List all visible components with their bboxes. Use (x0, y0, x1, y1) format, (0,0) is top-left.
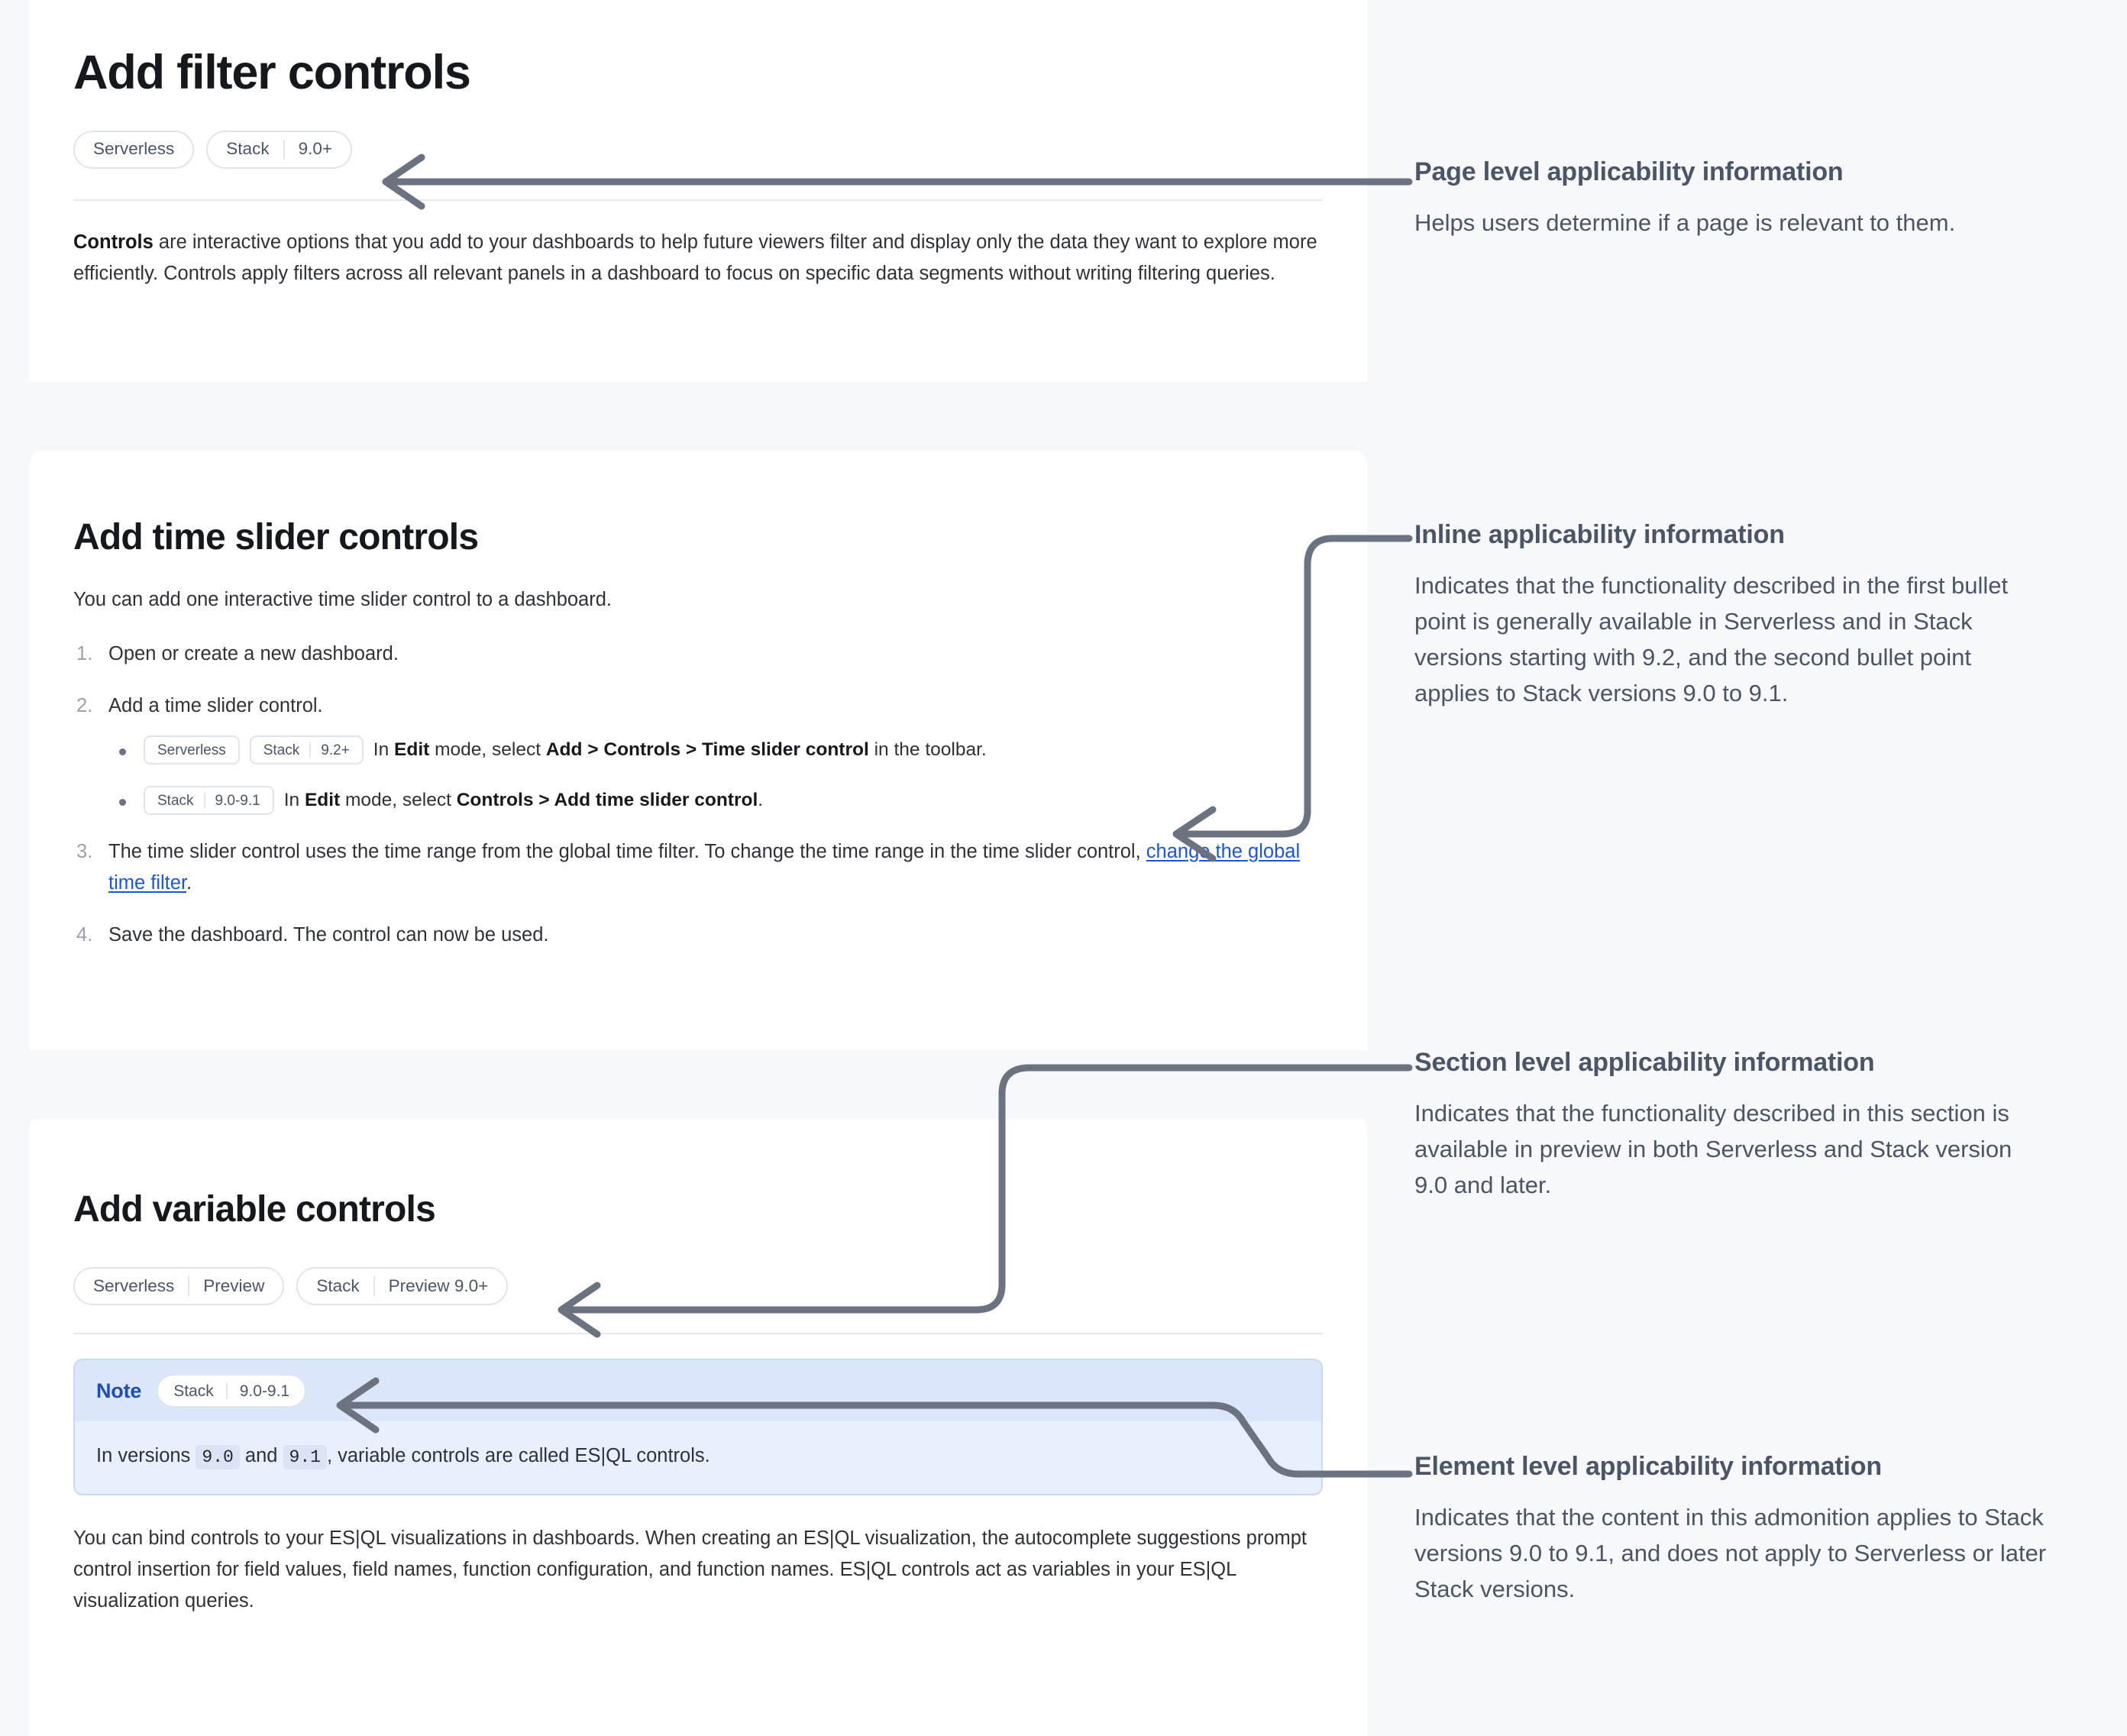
note-admonition: Note Stack 9.0-9.1 In versions 9.0 and 9… (73, 1359, 1323, 1495)
section-title-variable-controls: Add variable controls (73, 1189, 436, 1230)
badge-segment-label: Stack (157, 792, 194, 809)
note-admonition-body: In versions 9.0 and 9.1, variable contro… (75, 1421, 1321, 1494)
badge-divider (373, 1276, 375, 1297)
bullet-item-1: Serverless Stack 9.2+ In Edit mode, sele… (108, 735, 1323, 765)
badge-segment-lifecycle: Preview (203, 1275, 265, 1295)
page-header-block: Add filter controls Serverless Stack 9.0… (73, 46, 1323, 289)
note-text-mid: and (239, 1445, 283, 1467)
annotation-description: Helps users determine if a page is relev… (1414, 209, 1956, 236)
badge-segment-lifecycle-version: Preview 9.0+ (388, 1275, 489, 1295)
badge-segment-label: Serverless (157, 742, 226, 758)
code-version-90: 9.0 (196, 1445, 240, 1470)
badge-stack-version[interactable]: Stack 9.0-9.1 (157, 1374, 307, 1408)
annotation-title: Section level applicability information (1414, 1048, 1875, 1077)
badge-segment-version: 9.0-9.1 (239, 1382, 290, 1400)
annotation-description: Indicates that the content in this admon… (1414, 1503, 2047, 1603)
badge-stack-version[interactable]: Stack 9.0-9.1 (144, 786, 274, 816)
badge-serverless-preview[interactable]: Serverless Preview (73, 1267, 285, 1306)
badge-divider (188, 1276, 190, 1297)
badge-stack-preview-version[interactable]: Stack Preview 9.0+ (296, 1267, 509, 1306)
badge-stack-version[interactable]: Stack 9.2+ (249, 735, 364, 765)
badge-segment-version: 9.2+ (321, 742, 350, 758)
badge-segment-label: Stack (316, 1275, 360, 1295)
bullet-item-2: Stack 9.0-9.1 In Edit mode, select Contr… (108, 786, 1323, 816)
doc-card-intro (29, 0, 1367, 409)
time-slider-section: Add time slider controls You can add one… (73, 516, 1323, 971)
badge-divider (225, 1382, 228, 1400)
step-item-4: Save the dashboard. The control can now … (73, 920, 1323, 952)
note-text-post: , variable controls are called ES|QL con… (326, 1445, 710, 1467)
intro-lead-term: Controls (73, 231, 154, 253)
step-item-3: The time slider control uses the time ra… (73, 836, 1323, 900)
annotation-description: Indicates that the functionality describ… (1414, 571, 2009, 707)
badge-segment-label: Stack (263, 742, 300, 758)
badge-divider (309, 742, 312, 758)
time-slider-intro: You can add one interactive time slider … (73, 589, 612, 611)
step-text: Save the dashboard. The control can now … (108, 923, 549, 946)
step-text: Open or create a new dashboard. (108, 643, 399, 665)
badge-segment-version: 9.0+ (298, 139, 332, 159)
annotation-section-level: Section level applicability information … (1414, 1047, 2048, 1203)
annotation-element-level: Element level applicability information … (1414, 1451, 2048, 1607)
step-item-2: Add a time slider control. Serverless St… (73, 690, 1323, 816)
badge-segment-label: Stack (173, 1382, 214, 1400)
annotation-title: Element level applicability information (1414, 1452, 1882, 1481)
note-text-pre: In versions (96, 1445, 196, 1467)
badge-serverless[interactable]: Serverless (73, 130, 195, 169)
time-slider-steps: Open or create a new dashboard. Add a ti… (73, 638, 1323, 952)
badge-segment-version: 9.0-9.1 (215, 792, 260, 809)
bullet-text: In Edit mode, select Add > Controls > Ti… (373, 739, 987, 760)
step-text: The time slider control uses the time ra… (108, 841, 1146, 863)
variable-controls-section: Add variable controls Serverless Preview… (73, 1188, 1323, 1618)
note-admonition-header: Note Stack 9.0-9.1 (75, 1360, 1321, 1422)
note-admonition-title: Note (96, 1379, 142, 1402)
annotation-title: Page level applicability information (1414, 157, 1844, 186)
badge-divider (203, 793, 205, 809)
section-divider-rule (73, 1333, 1323, 1335)
badge-stack-version[interactable]: Stack 9.0+ (206, 130, 352, 169)
badge-serverless[interactable]: Serverless (144, 735, 240, 765)
step-text: Add a time slider control. (108, 694, 323, 716)
time-slider-bullet-list: Serverless Stack 9.2+ In Edit mode, sele… (108, 735, 1323, 816)
annotation-page-level: Page level applicability information Hel… (1414, 157, 2048, 241)
section-applicability-badges: Serverless Preview Stack Preview 9.0+ (73, 1267, 1323, 1306)
global-time-filter-link[interactable]: change the global time filter (108, 841, 1301, 894)
page-applicability-badges: Serverless Stack 9.0+ (73, 130, 1323, 169)
variable-controls-paragraph: You can bind controls to your ES|QL visu… (73, 1527, 1308, 1612)
intro-paragraph: Controls are interactive options that yo… (73, 227, 1323, 290)
annotation-description: Indicates that the functionality describ… (1414, 1099, 2012, 1199)
header-divider-rule (73, 199, 1323, 201)
badge-divider (283, 139, 285, 160)
section-title-time-slider: Add time slider controls (73, 517, 479, 558)
step-text-after: . (186, 872, 192, 894)
step-item-1: Open or create a new dashboard. (73, 638, 1323, 671)
badge-segment-label: Serverless (93, 1275, 175, 1295)
badge-segment-label: Stack (226, 139, 270, 159)
bullet-text: In Edit mode, select Controls > Add time… (283, 789, 764, 810)
annotation-inline: Inline applicability information Indicat… (1414, 519, 2048, 711)
page-title: Add filter controls (73, 46, 471, 99)
badge-segment-label: Serverless (93, 139, 175, 159)
annotation-title: Inline applicability information (1414, 520, 1785, 549)
code-version-91: 9.1 (283, 1445, 327, 1470)
intro-rest-text: are interactive options that you add to … (73, 231, 1317, 284)
documentation-column: Add filter controls Serverless Stack 9.0… (29, 0, 1367, 1736)
